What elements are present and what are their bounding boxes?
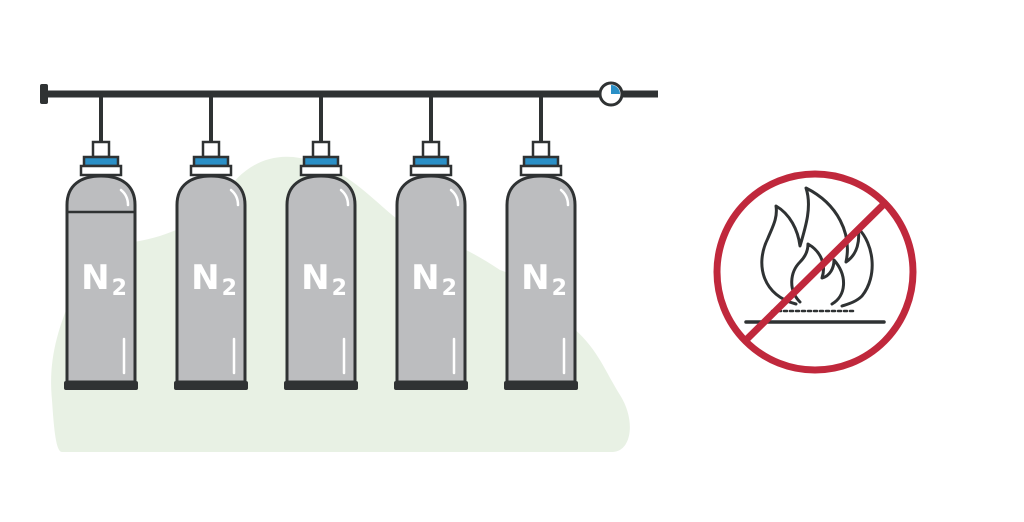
cylinder-body [285, 174, 357, 384]
no-open-flame-sign [713, 170, 917, 374]
cylinder-label: N2 [411, 258, 457, 301]
cylinder-base [504, 381, 578, 390]
cylinder-highlight [559, 188, 570, 207]
cylinder-highlight [449, 188, 460, 207]
cylinder-highlight [119, 188, 130, 207]
nitrogen-cylinder: N2 [64, 97, 138, 390]
valve-collar [302, 155, 340, 168]
cylinder-base [284, 381, 358, 390]
cylinder-body [505, 174, 577, 384]
cylinder-label: N2 [521, 258, 567, 301]
cylinder-body [175, 174, 247, 384]
valve-connector [311, 140, 331, 159]
valve-collar [82, 155, 120, 168]
cylinder-label: N2 [191, 258, 237, 301]
valve-collar [522, 155, 560, 168]
pressure-gauge [598, 81, 624, 107]
cylinder-body [395, 174, 467, 384]
prohibition-slash [742, 200, 888, 344]
valve-collar [412, 155, 450, 168]
nitrogen-cylinder: N2 [284, 97, 358, 390]
nitrogen-cylinder: N2 [174, 97, 248, 390]
valve-connector [531, 140, 551, 159]
valve-ring [409, 164, 453, 177]
nitrogen-cylinder: N2 [394, 97, 468, 390]
pipe-end-cap [40, 84, 48, 104]
cylinder-base [394, 381, 468, 390]
valve-connector [201, 140, 221, 159]
cylinder-highlight [229, 188, 240, 207]
valve-ring [79, 164, 123, 177]
cylinder-label: N2 [301, 258, 347, 301]
cylinder-body [65, 174, 137, 384]
nitrogen-cylinder: N2 [504, 97, 578, 390]
valve-ring [189, 164, 233, 177]
valve-connector [91, 140, 111, 159]
valve-ring [299, 164, 343, 177]
valve-connector [421, 140, 441, 159]
cylinder-base [174, 381, 248, 390]
cylinder-highlight [339, 188, 350, 207]
valve-ring [519, 164, 563, 177]
cylinder-base [64, 381, 138, 390]
cylinder-label: N2 [81, 258, 127, 301]
valve-collar [192, 155, 230, 168]
